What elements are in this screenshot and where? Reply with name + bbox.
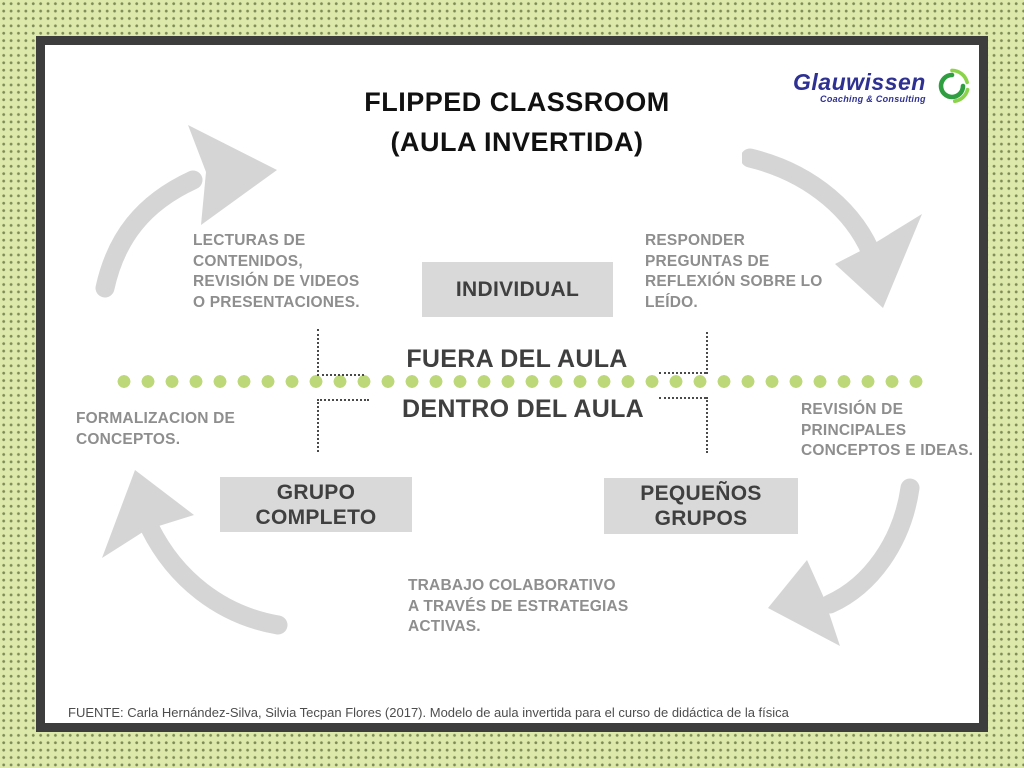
green-dotted-divider — [112, 375, 928, 388]
green-swirl-icon — [930, 64, 974, 108]
stage-individual-box: INDIVIDUAL — [422, 262, 613, 317]
connector-left-bottom-vertical — [317, 399, 319, 452]
stage-full-group-box: GRUPO COMPLETO — [220, 477, 412, 532]
connector-right-bottom-vertical — [706, 397, 708, 453]
page-title: FLIPPED CLASSROOM (AULA INVERTIDA) — [287, 82, 747, 162]
curved-arrow-up-icon — [88, 460, 303, 655]
glauwissen-logo: Glauwissen Coaching & Consulting — [793, 64, 983, 108]
logo-wordmark: Glauwissen — [793, 68, 926, 95]
logo-tagline: Coaching & Consulting — [820, 93, 926, 104]
note-concept-review: REVISIÓN DE PRINCIPALES CONCEPTOS E IDEA… — [801, 401, 974, 459]
connector-right-top-vertical — [706, 332, 708, 374]
title-line2: (AULA INVERTIDA) — [390, 127, 644, 157]
note-reflection-questions: RESPONDER PREGUNTAS DE REFLEXIÓN SOBRE L… — [645, 232, 823, 311]
stage-small-groups-box: PEQUEÑOS GRUPOS — [604, 478, 798, 534]
curved-arrow-down-icon — [742, 138, 942, 328]
connector-left-bottom-horizontal — [317, 399, 369, 401]
note-collaborative-work: TRABAJO COLABORATIVO A TRAVÉS DE ESTRATE… — [408, 577, 629, 635]
note-before-class-activities: LECTURAS DE CONTENIDOS, REVISIÓN DE VIDE… — [193, 232, 360, 311]
logo-text: Glauwissen Coaching & Consulting — [793, 69, 926, 104]
connector-right-bottom-horizontal — [659, 397, 706, 399]
note-concept-formalization: FORMALIZACION DE CONCEPTOS. — [76, 410, 236, 448]
zone-label-outside-class: FUERA DEL AULA — [406, 345, 628, 373]
source-citation: FUENTE: Carla Hernández-Silva, Silvia Te… — [68, 705, 789, 720]
connector-left-top-horizontal — [317, 374, 364, 376]
connector-left-top-vertical — [317, 329, 319, 376]
title-line1: FLIPPED CLASSROOM — [364, 87, 670, 117]
curved-arrow-up-right-icon — [88, 110, 288, 300]
zone-label-inside-class: DENTRO DEL AULA — [402, 395, 644, 423]
connector-right-top-horizontal — [659, 372, 706, 374]
curved-arrow-down-left-icon — [752, 468, 952, 658]
